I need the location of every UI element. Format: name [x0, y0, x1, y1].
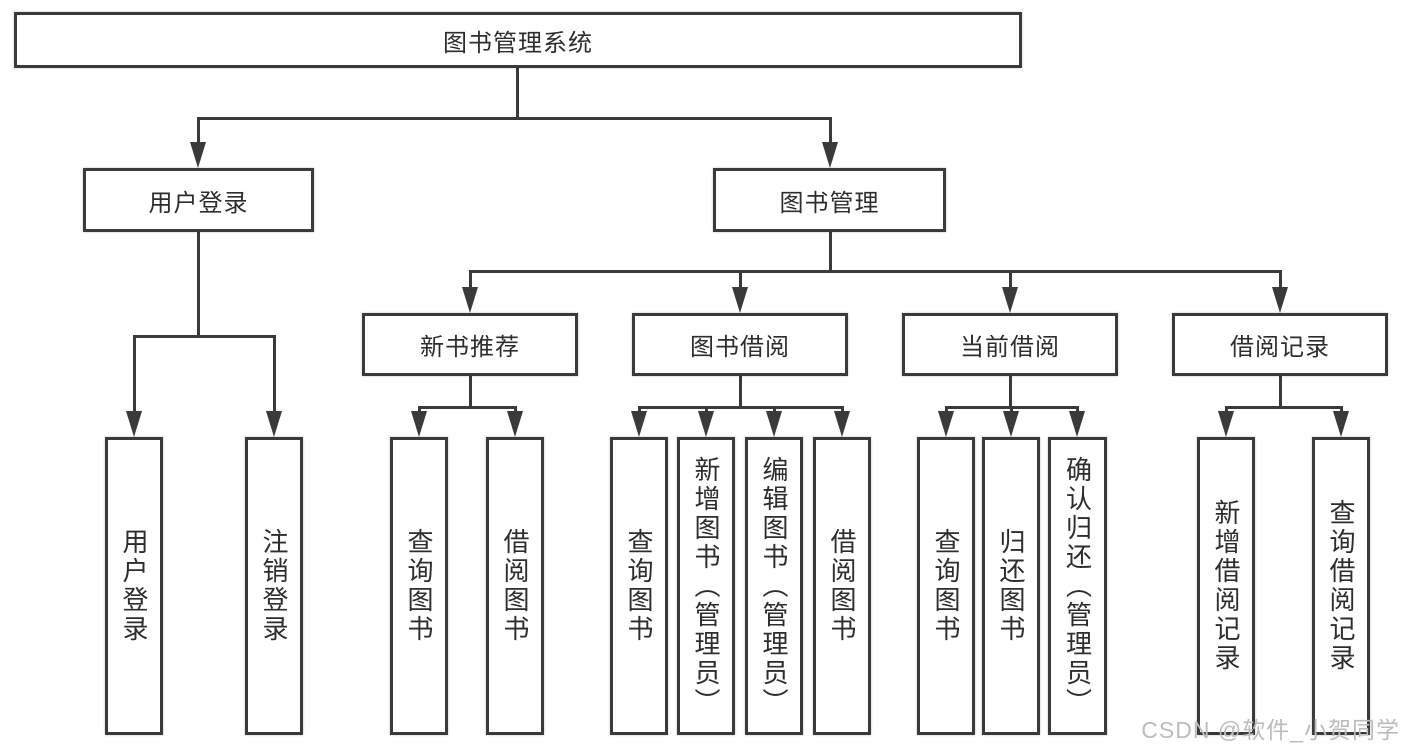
connector-arrow-stem — [468, 271, 472, 295]
leaf-node-borrow-books-2: 借阅图书 — [813, 437, 871, 735]
arrow-down-icon — [766, 411, 782, 437]
leaf-node-query-books-2: 查询图书 — [610, 437, 668, 735]
arrow-down-icon — [126, 411, 142, 437]
connector-line-horizontal — [1224, 405, 1343, 409]
leaf-node-confirm-return-admin: 确认归还（管理员） — [1048, 437, 1107, 735]
arrow-down-icon — [1218, 411, 1234, 437]
arrow-down-icon — [631, 411, 647, 437]
connector-line-vertical — [468, 376, 472, 407]
node-book-borrow: 图书借阅 — [632, 313, 848, 376]
connector-arrow-stem — [272, 336, 276, 419]
connector-line-horizontal — [637, 405, 844, 409]
arrow-down-icon — [507, 411, 523, 437]
leaf-node-query-books-1: 查询图书 — [390, 437, 448, 735]
connector-line-horizontal — [132, 334, 276, 338]
leaf-node-borrow-books-1: 借阅图书 — [486, 437, 544, 735]
arrow-down-icon — [1333, 411, 1349, 437]
connector-line-vertical — [515, 68, 519, 118]
connector-arrow-stem — [1008, 271, 1012, 295]
connector-line-vertical — [828, 232, 832, 271]
connector-arrow-stem — [1278, 271, 1282, 295]
leaf-node-add-borrow-record: 新增借阅记录 — [1197, 437, 1255, 735]
connector-line-vertical — [1008, 376, 1012, 407]
connector-line-horizontal — [468, 269, 1282, 273]
leaf-node-logout: 注销登录 — [245, 437, 303, 735]
connector-line-horizontal — [196, 116, 832, 120]
node-borrow-records: 借阅记录 — [1172, 313, 1388, 376]
node-root-library-system: 图书管理系统 — [14, 12, 1022, 68]
leaf-node-query-books-3: 查询图书 — [917, 437, 975, 735]
arrow-down-icon — [190, 142, 206, 168]
node-new-book-recommend: 新书推荐 — [362, 313, 578, 376]
leaf-node-query-borrow-record: 查询借阅记录 — [1312, 437, 1370, 735]
arrow-down-icon — [1069, 411, 1085, 437]
node-current-borrow: 当前借阅 — [902, 313, 1118, 376]
connector-arrow-stem — [196, 118, 200, 150]
arrow-down-icon — [822, 142, 838, 168]
csdn-watermark: CSDN @软件_小贺同学 — [1141, 717, 1400, 743]
arrow-down-icon — [834, 411, 850, 437]
connector-arrow-stem — [828, 118, 832, 150]
arrow-down-icon — [1003, 411, 1019, 437]
node-user-login: 用户登录 — [83, 168, 314, 232]
arrow-down-icon — [462, 287, 478, 313]
leaf-node-add-books-admin: 新增图书（管理员） — [677, 437, 735, 735]
arrow-down-icon — [411, 411, 427, 437]
arrow-down-icon — [1002, 287, 1018, 313]
connector-line-horizontal — [417, 405, 517, 409]
arrow-down-icon — [938, 411, 954, 437]
node-book-management: 图书管理 — [713, 168, 946, 232]
arrow-down-icon — [698, 411, 714, 437]
arrow-down-icon — [1272, 287, 1288, 313]
connector-arrow-stem — [738, 271, 742, 295]
arrow-down-icon — [732, 287, 748, 313]
connector-arrow-stem — [132, 336, 136, 419]
leaf-node-edit-books-admin: 编辑图书（管理员） — [745, 437, 803, 735]
connector-line-vertical — [738, 376, 742, 407]
leaf-node-user-login: 用户登录 — [105, 437, 163, 735]
arrow-down-icon — [266, 411, 282, 437]
leaf-node-return-books: 归还图书 — [982, 437, 1040, 735]
connector-line-vertical — [1278, 376, 1282, 407]
connector-line-vertical — [196, 232, 200, 336]
